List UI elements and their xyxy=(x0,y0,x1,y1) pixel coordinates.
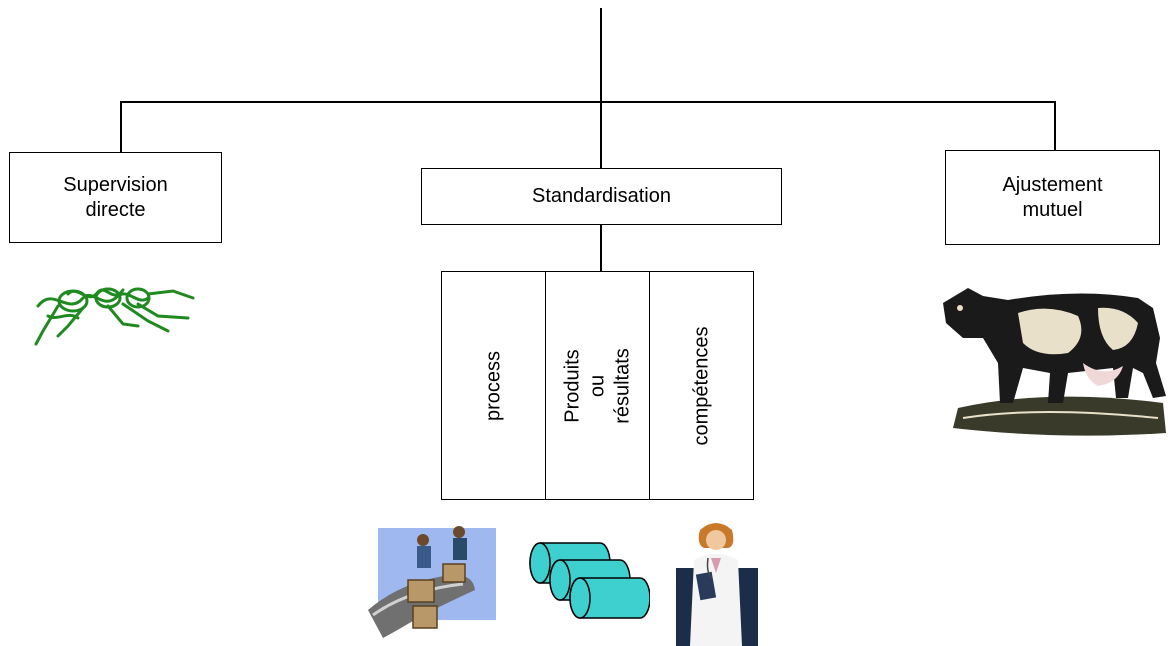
ajustement-mutuel-label: Ajustement mutuel xyxy=(1002,173,1103,221)
ant-icon xyxy=(34,287,195,346)
right-branch-connector xyxy=(1054,101,1056,151)
standardisation-box: Standardisation xyxy=(421,168,782,225)
cow-icon xyxy=(943,288,1166,436)
conveyor-workers-icon xyxy=(368,526,496,638)
ajustement-mutuel-box: Ajustement mutuel xyxy=(945,150,1160,245)
sub-box-competences: compétences xyxy=(650,272,753,499)
cylinders-icon xyxy=(529,542,650,619)
supervision-directe-label: Supervision directe xyxy=(63,173,168,221)
sub-box-produits: Produits ou résultats xyxy=(546,272,650,499)
supervision-directe-box: Supervision directe xyxy=(9,152,222,243)
standardisation-sub-boxes: process Produits ou résultats compétence… xyxy=(441,271,754,500)
sub-box-process: process xyxy=(442,272,546,499)
horizontal-connector xyxy=(120,101,1056,103)
left-branch-connector xyxy=(120,101,122,153)
sub-box-process-label: process xyxy=(482,350,504,421)
top-vertical-connector xyxy=(600,8,602,169)
sub-box-produits-label: Produits ou résultats xyxy=(561,347,633,424)
sub-box-competences-label: compétences xyxy=(690,326,712,445)
doctor-icon xyxy=(676,523,758,646)
standardisation-label: Standardisation xyxy=(532,185,671,207)
center-to-sub-connector xyxy=(600,224,602,272)
